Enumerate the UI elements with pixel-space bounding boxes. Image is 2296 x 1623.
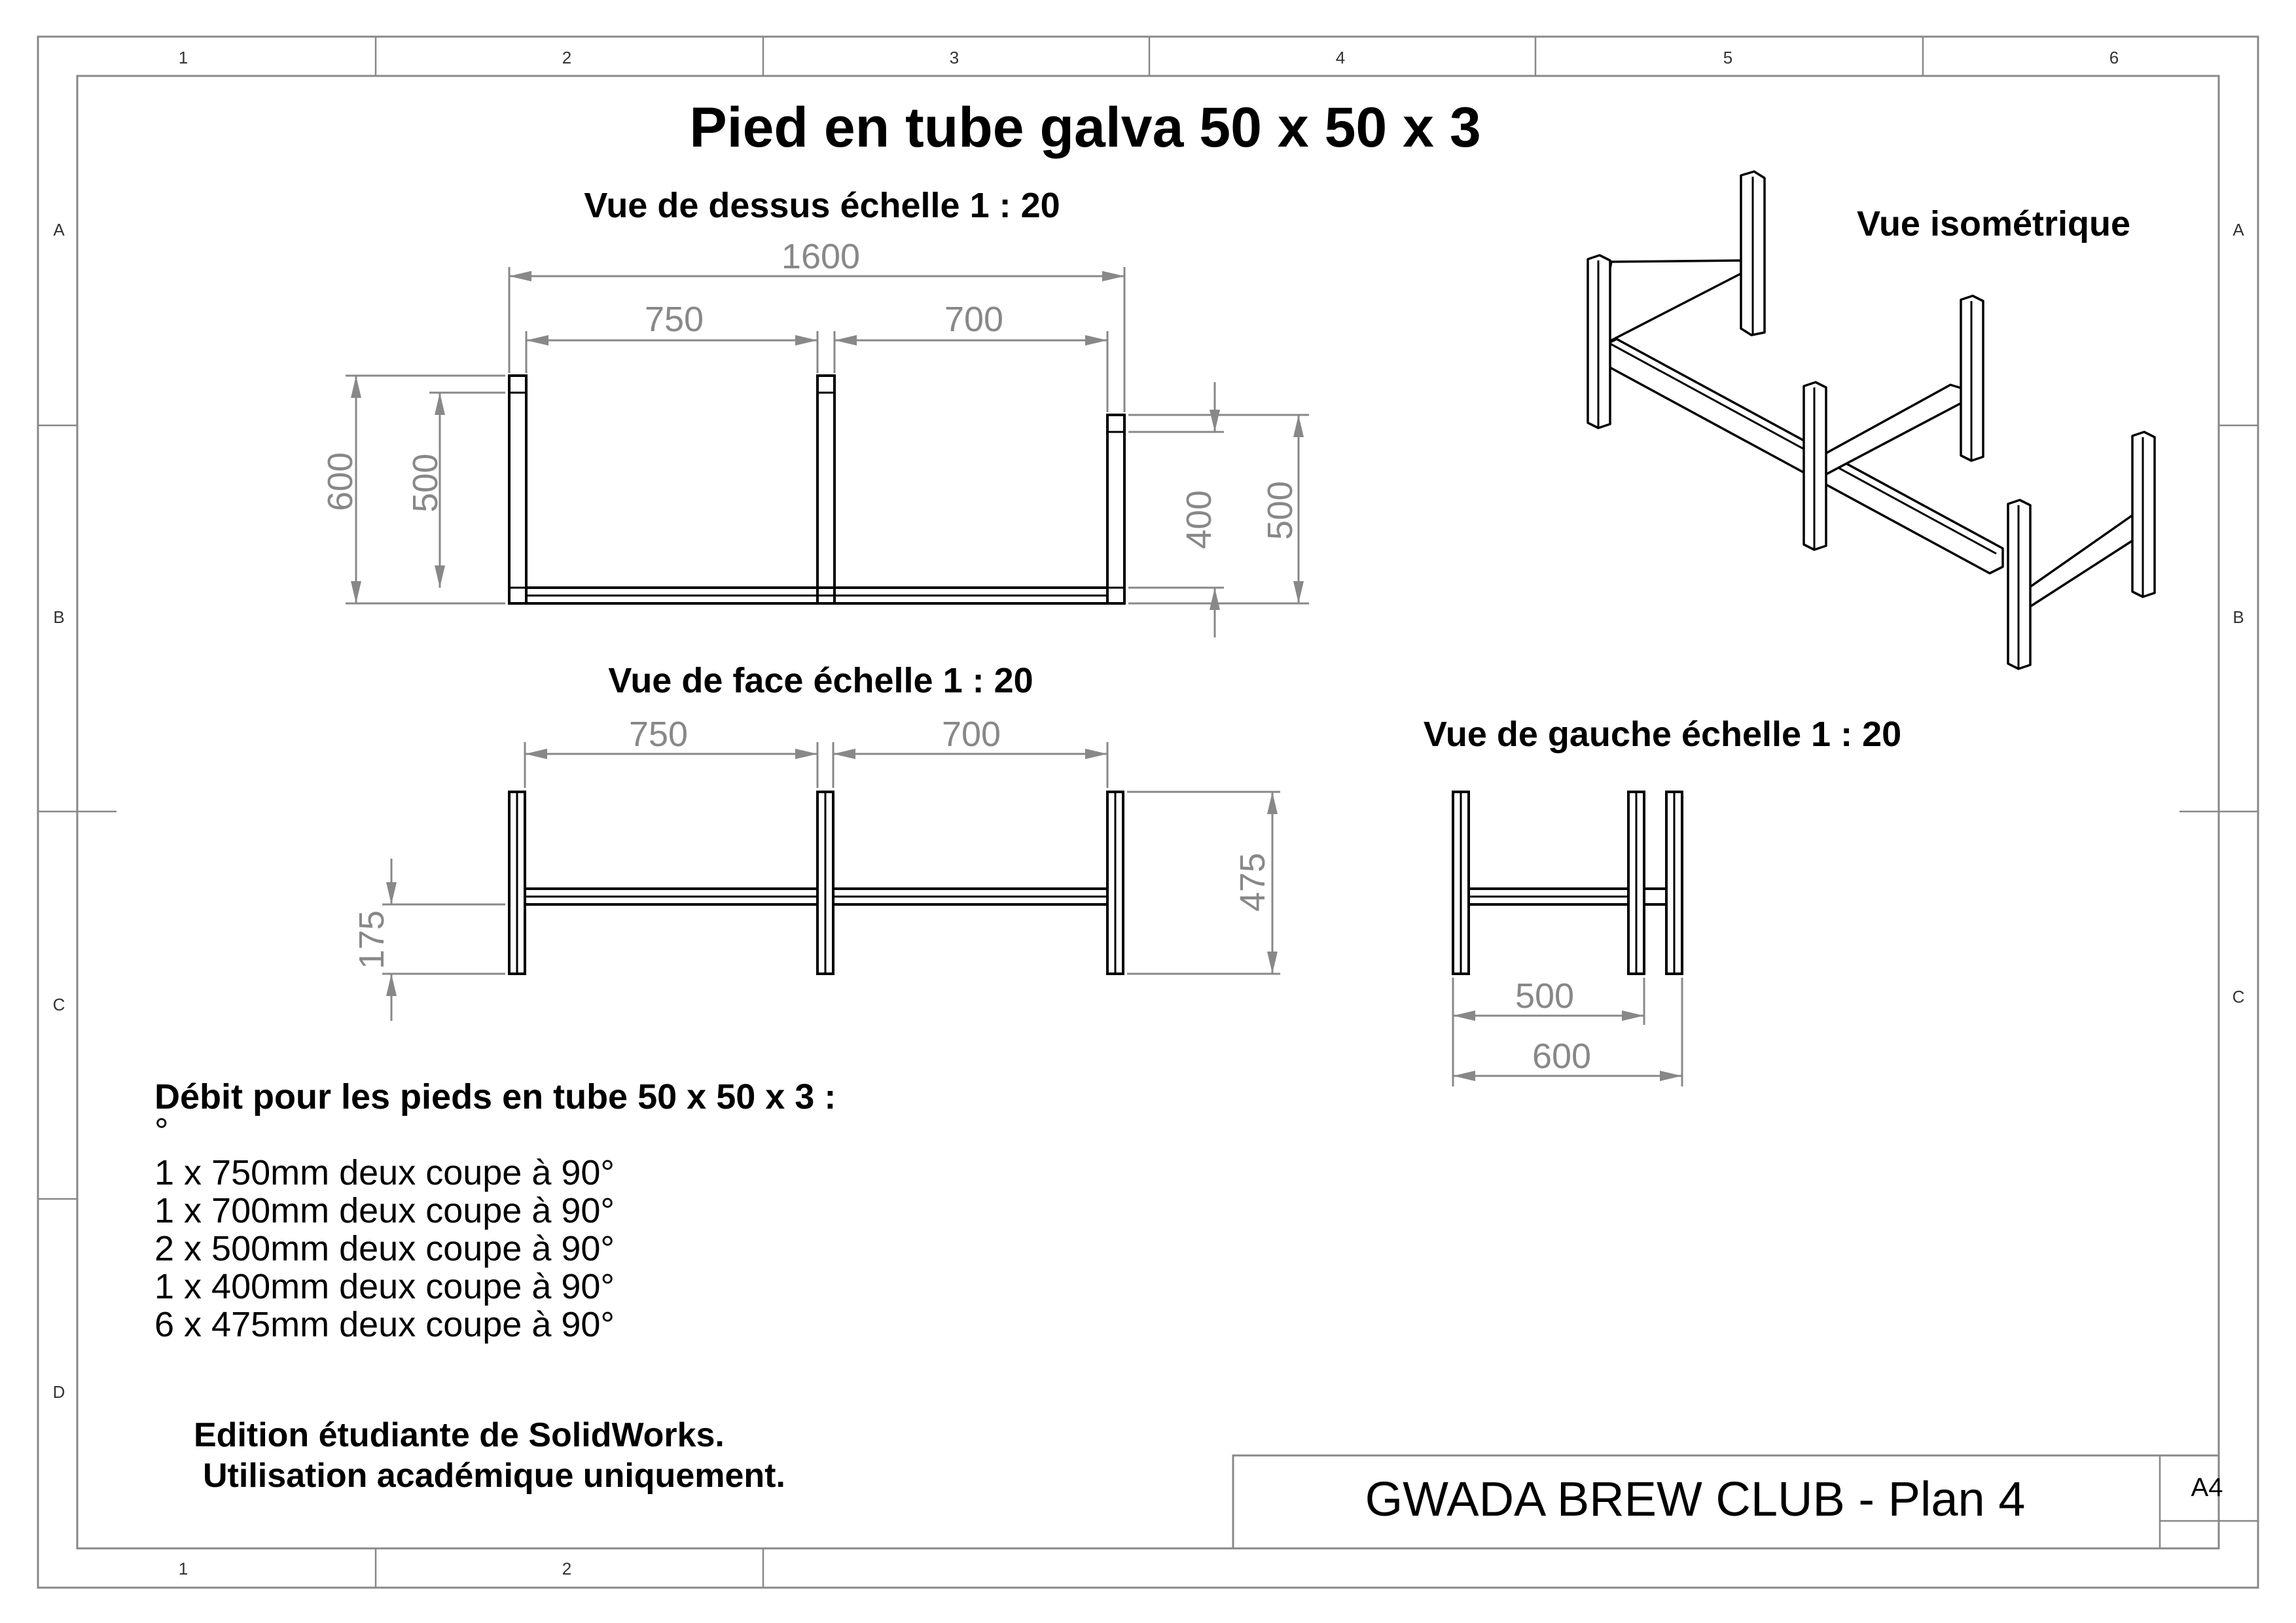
left-view-dimensions: 500 600 [1452, 976, 1683, 1086]
top-post-right [1106, 414, 1126, 605]
zone-labels: 1 2 3 4 5 6 1 2 A B C D A B C [53, 48, 2245, 1578]
title-block-format: A4 [2191, 1473, 2223, 1502]
zone-bottom-col-2: 2 [562, 1559, 571, 1578]
dim-top-height-3: 400 [1179, 490, 1219, 549]
zone-col-2: 2 [562, 48, 571, 67]
zone-col-6: 6 [2109, 48, 2119, 67]
zone-row-a-left: A [53, 220, 65, 240]
dim-top-height-4: 500 [1261, 481, 1300, 540]
iso-beam-right [2028, 513, 2148, 609]
cut-list-bullet: ° [154, 1111, 169, 1150]
iso-beam-middle [1818, 383, 1965, 479]
cut-list-item: 6 x 475mm deux coupe à 90° [154, 1305, 615, 1344]
zone-row-a-right: A [2233, 220, 2244, 240]
zone-col-4: 4 [1336, 48, 1345, 67]
title-block-name: GWADA BREW CLUB - Plan 4 [1365, 1472, 2026, 1526]
drawing-title: Pied en tube galva 50 x 50 x 3 [689, 96, 1480, 159]
cut-list-heading: Débit pour les pieds en tube 50 x 50 x 3… [154, 1077, 836, 1116]
dim-front-rail: 175 [352, 910, 391, 969]
zone-col-3: 3 [950, 48, 959, 67]
cut-list-item: 1 x 400mm deux coupe à 90° [154, 1267, 615, 1306]
zone-row-b-right: B [2233, 607, 2244, 627]
dim-top-height-1: 600 [321, 452, 360, 511]
front-view-dimensions: 750 700 475 175 [352, 715, 1280, 1021]
zone-row-d-left: D [53, 1382, 65, 1402]
notice-line-1: Edition étudiante de SolidWorks. [194, 1416, 725, 1454]
iso-beam-back-left [1596, 259, 1742, 342]
front-view-drawing [508, 791, 1124, 975]
student-edition-notice: Edition étudiante de SolidWorks. Utilisa… [194, 1416, 785, 1495]
cut-list-item: 2 x 500mm deux coupe à 90° [154, 1229, 615, 1268]
dim-top-span-2: 700 [944, 300, 1003, 339]
dim-top-height-2: 500 [406, 454, 445, 512]
cut-list-item: 1 x 700mm deux coupe à 90° [154, 1191, 615, 1230]
iso-view-drawing [1587, 170, 2156, 670]
notice-line-2: Utilisation académique uniquement. [203, 1457, 785, 1495]
zone-row-c-right: C [2233, 987, 2245, 1007]
top-post-left [508, 374, 528, 605]
dim-top-span-1: 750 [645, 300, 704, 339]
zone-col-5: 5 [1723, 48, 1732, 67]
zone-col-1: 1 [179, 48, 188, 67]
top-view-dimensions: 1600 750 700 600 500 400 [321, 237, 1309, 637]
left-view-drawing [1452, 791, 1683, 975]
top-view-label: Vue de dessus échelle 1 : 20 [584, 186, 1060, 225]
sheet-frame [37, 35, 2259, 1589]
dim-top-overall: 1600 [781, 237, 860, 276]
left-view-label: Vue de gauche échelle 1 : 20 [1424, 715, 1901, 754]
zone-row-b-left: B [53, 607, 64, 627]
zone-bottom-col-1: 1 [179, 1559, 188, 1578]
left-rail-stub [1643, 887, 1668, 906]
top-view-drawing [508, 374, 1126, 605]
cut-list: Débit pour les pieds en tube 50 x 50 x 3… [154, 1077, 836, 1344]
zone-row-c-left: C [53, 995, 65, 1014]
iso-long-beam [1600, 338, 2004, 575]
dim-front-span-1: 750 [629, 715, 688, 754]
iso-view-label: Vue isométrique [1857, 204, 2130, 243]
front-view-label: Vue de face échelle 1 : 20 [608, 661, 1033, 700]
dim-front-height: 475 [1233, 853, 1272, 912]
cut-list-item: 1 x 750mm deux coupe à 90° [154, 1153, 615, 1192]
top-post-middle [816, 374, 836, 605]
dim-left-outer: 600 [1532, 1037, 1591, 1076]
dim-front-span-2: 700 [942, 715, 1001, 754]
dim-left-inner: 500 [1515, 976, 1574, 1016]
